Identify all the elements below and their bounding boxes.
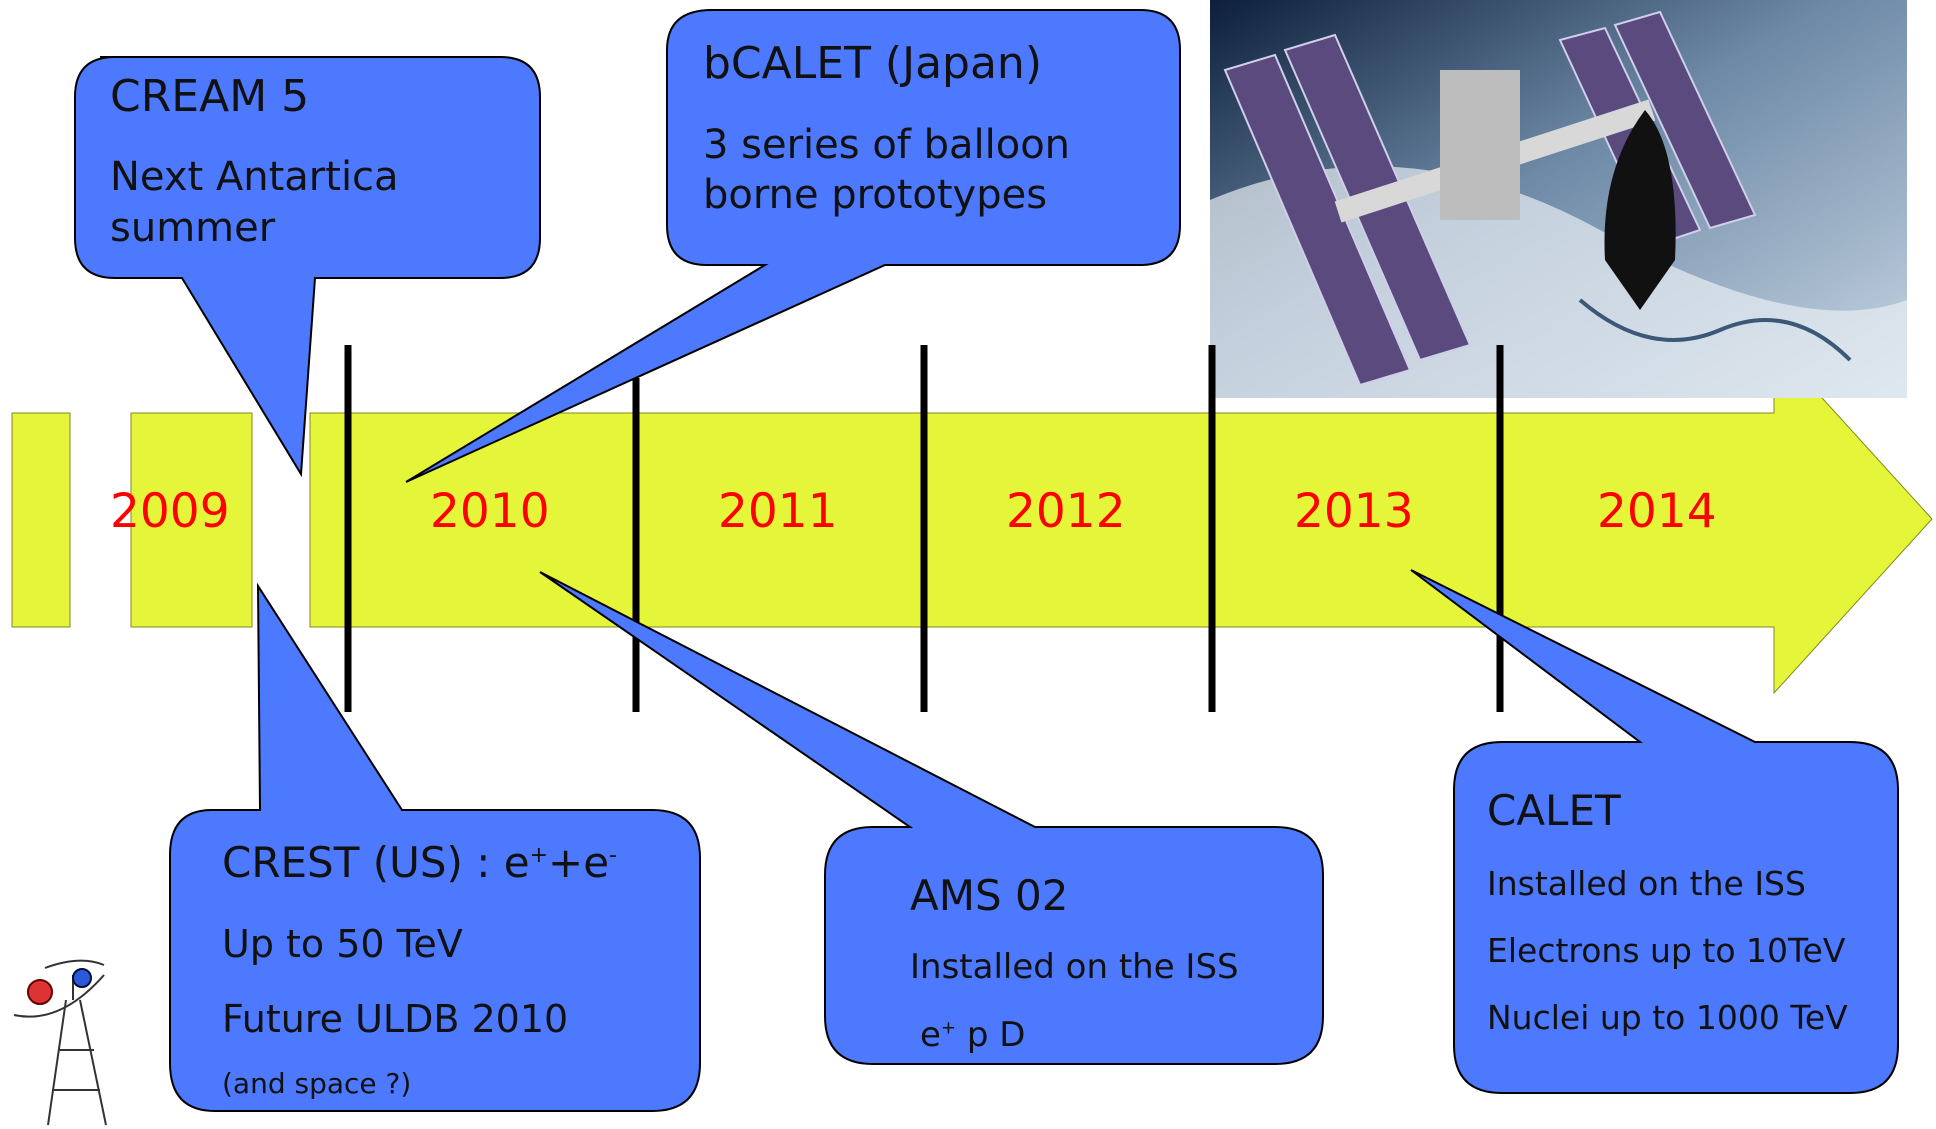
iss-photo <box>1210 0 1907 398</box>
callout-crest-shape <box>169 582 701 1112</box>
callout-crest-note: (and space ?) <box>222 1067 412 1100</box>
callout-calet-shape <box>1410 569 1899 1094</box>
year-2013: 2013 <box>1294 484 1414 539</box>
callout-ams-line1: Installed on the ISS <box>910 947 1239 987</box>
callout-crest-title: CREST (US) : e++e- <box>222 838 617 887</box>
year-2014: 2014 <box>1597 484 1717 539</box>
callout-bcalet-line2: borne prototypes <box>703 172 1048 218</box>
callout-calet-line1: Installed on the ISS <box>1487 864 1806 903</box>
callout-ams-shape <box>539 571 1324 1065</box>
year-2009: 2009 <box>110 484 230 539</box>
callout-cream-line1: Next Antartica <box>110 154 399 200</box>
year-2010: 2010 <box>430 484 550 539</box>
year-2011: 2011 <box>718 484 838 539</box>
callout-calet-line2: Electrons up to 10TeV <box>1487 931 1846 970</box>
callout-cream-shape <box>74 56 541 478</box>
callout-crest-line1: Up to 50 TeV <box>222 922 463 966</box>
eiffel-tower-logo <box>13 959 107 1126</box>
callout-ams-title: AMS 02 <box>910 871 1069 920</box>
callout-ams-line2: e+ p D <box>920 1015 1026 1055</box>
year-2012: 2012 <box>1006 484 1126 539</box>
callout-bcalet-line1: 3 series of balloon <box>703 122 1071 168</box>
year-dividers <box>344 345 1504 712</box>
callout-cream-line2: summer <box>110 205 276 251</box>
callout-crest-line2: Future ULDB 2010 <box>222 997 569 1041</box>
callout-calet-title: CALET <box>1487 786 1621 835</box>
timeline-arrow <box>11 343 1933 695</box>
callout-bcalet-shape <box>405 9 1181 483</box>
callout-bcalet-title: bCALET (Japan) <box>703 38 1042 89</box>
callout-cream-title: CREAM 5 <box>110 71 310 122</box>
callout-calet-line3: Nuclei up to 1000 TeV <box>1487 998 1848 1037</box>
